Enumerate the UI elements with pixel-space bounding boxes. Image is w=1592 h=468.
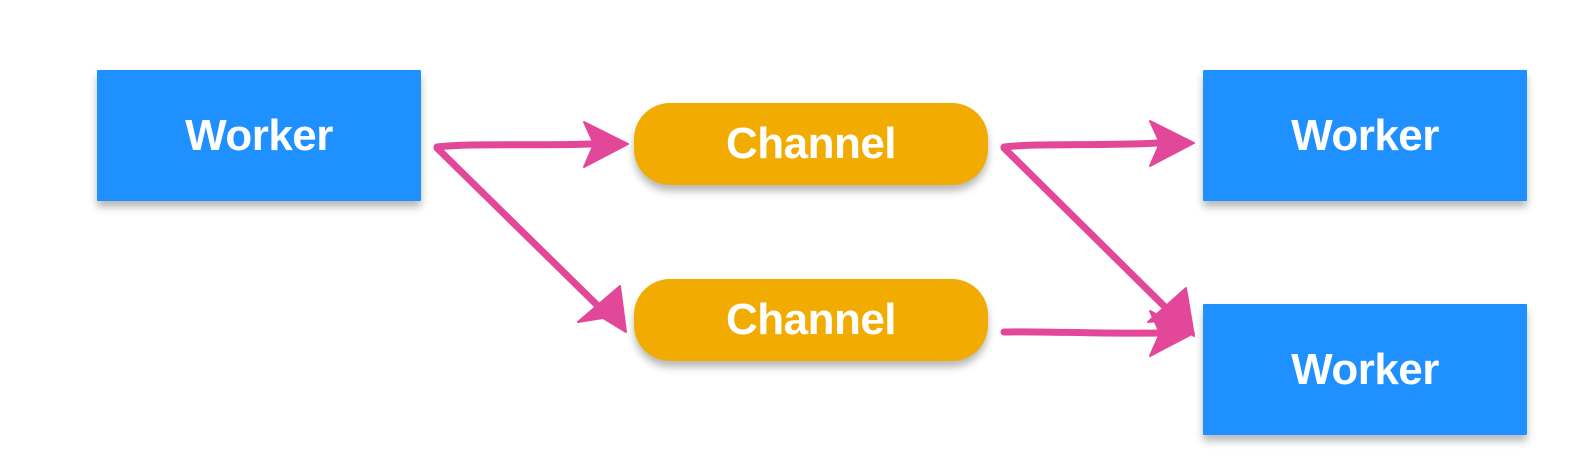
channel-node-top-label: Channel — [725, 119, 897, 168]
channel-node-top: Channel — [634, 103, 988, 185]
worker-node-right-top: Worker — [1203, 70, 1527, 201]
arrow-channel1-to-worker3 — [1000, 144, 1195, 337]
channel-node-bottom: Channel — [634, 279, 988, 361]
worker-node-left-label: Worker — [185, 110, 333, 160]
arrow-channel2-to-worker3 — [1000, 310, 1195, 357]
arrow-worker1-to-channel2 — [433, 144, 627, 333]
worker-node-right-bottom-label: Worker — [1291, 344, 1439, 394]
channel-node-bottom-label: Channel — [725, 295, 897, 344]
arrow-worker1-to-channel1 — [433, 121, 629, 168]
arrow-channel1-to-worker2 — [1000, 120, 1195, 167]
worker-node-right-top-label: Worker — [1291, 110, 1439, 160]
worker-node-left: Worker — [97, 70, 421, 201]
worker-node-right-bottom: Worker — [1203, 304, 1527, 435]
